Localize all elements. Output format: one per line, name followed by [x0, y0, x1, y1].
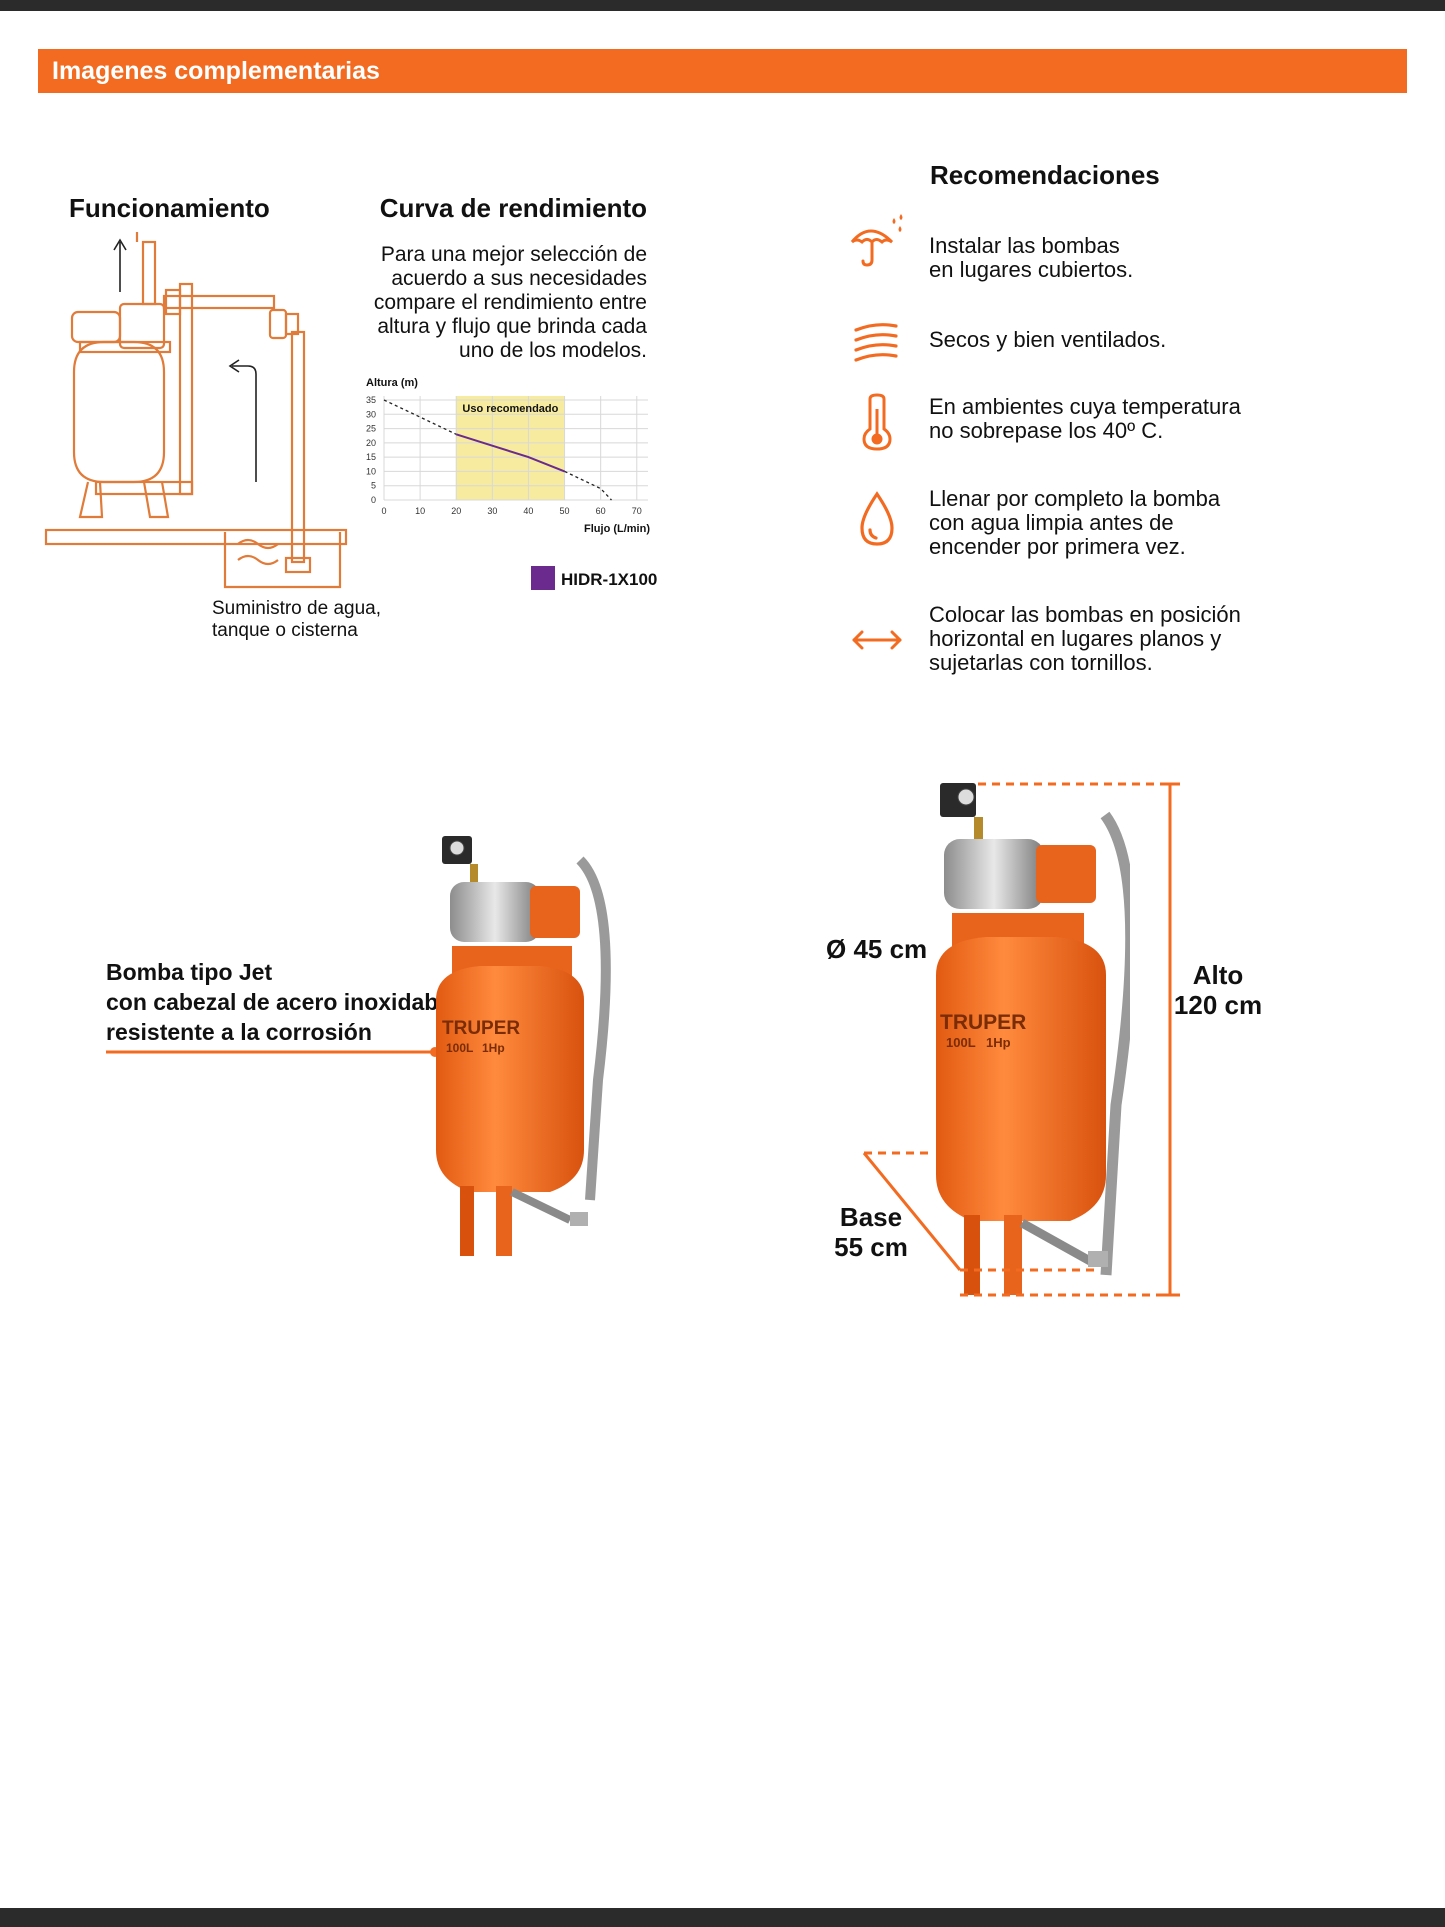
- tank2-hp-text: 1Hp: [986, 1035, 1011, 1050]
- performance-chart: 0 10 20 30 40 50 60 70 0 5 10 15 20 25 30 35 Altura (m) F…: [366, 377, 657, 590]
- y-tick-label: 5: [371, 481, 376, 491]
- y-tick-label: 15: [366, 452, 376, 462]
- x-tick-label: 10: [415, 506, 425, 516]
- pump-callout: Bomba tipo Jet con cabezal de acero inox…: [106, 959, 464, 1045]
- x-tick-label: 70: [632, 506, 642, 516]
- y-tick-label: 35: [366, 395, 376, 405]
- funcionamiento-title: Funcionamiento: [69, 193, 270, 223]
- x-tick-label: 30: [487, 506, 497, 516]
- dimension-lines: [862, 782, 1180, 1297]
- horizontal-arrows-icon: [852, 630, 902, 650]
- rec-text-4: Llenar por completo la bomba con agua li…: [929, 486, 1221, 559]
- height-label: Alto 120 cm: [1173, 960, 1263, 1020]
- tank2-brand-text: TRUPER: [940, 1011, 1026, 1034]
- curva-description: Para una mejor selección de acuerdo a su…: [373, 243, 647, 362]
- pump-product-image: TRUPER 100L 1Hp: [436, 836, 611, 1256]
- y-tick-label: 10: [366, 466, 376, 476]
- water-drop-icon: [860, 491, 894, 546]
- recomendaciones-title: Recomendaciones: [930, 160, 1160, 190]
- x-tick-label: 40: [523, 506, 533, 516]
- thermometer-icon: [862, 393, 892, 451]
- callout-leader-line: [106, 1047, 440, 1057]
- y-axis-label: Altura (m): [366, 377, 418, 389]
- diameter-label: Ø 45 cm: [826, 934, 928, 964]
- base-label: Base 55 cm: [834, 1202, 908, 1262]
- y-tick-label: 25: [366, 424, 376, 434]
- umbrella-rain-icon: [850, 214, 903, 267]
- top-bar: [0, 0, 1445, 11]
- tank-hp-text: 1Hp: [482, 1041, 505, 1055]
- tank-brand-text: TRUPER: [442, 1018, 520, 1039]
- tank-capacity-text: 100L: [446, 1041, 473, 1055]
- x-tick-label: 20: [451, 506, 461, 516]
- rec-text-5: Colocar las bombas en posición horizonta…: [929, 602, 1241, 675]
- y-tick-label: 20: [366, 438, 376, 448]
- air-flow-icon: [854, 323, 898, 362]
- bottom-bar: [0, 1908, 1445, 1927]
- rec-text-3: En ambientes cuya temperatura no sobrepa…: [929, 394, 1241, 443]
- band-label: Uso recomendado: [462, 403, 558, 415]
- y-tick-label: 0: [371, 495, 376, 505]
- recommended-band: [456, 396, 565, 500]
- pump-diagram: [44, 232, 348, 589]
- x-tick-label: 50: [560, 506, 570, 516]
- y-tick-label: 30: [366, 409, 376, 419]
- x-tick-label: 0: [381, 506, 386, 516]
- rec-text-2: Secos y bien ventilados.: [929, 327, 1167, 352]
- x-tick-label: 60: [596, 506, 606, 516]
- x-axis-label: Flujo (L/min): [584, 523, 650, 535]
- legend-label: HIDR-1X100: [561, 570, 657, 589]
- supply-caption: Suministro de agua, tanque o cisterna: [212, 598, 381, 641]
- section-title: Imagenes complementarias: [52, 57, 380, 85]
- tank2-capacity-text: 100L: [946, 1035, 976, 1050]
- legend-swatch: [531, 566, 555, 590]
- rec-text-1: Instalar las bombas en lugares cubiertos…: [929, 233, 1134, 282]
- pump-dimensions-image: TRUPER 100L 1Hp: [936, 783, 1130, 1295]
- series-line-dashed-right: [564, 470, 612, 501]
- section-header: Imagenes complementarias: [38, 49, 1407, 93]
- series-line-dashed-left: [383, 399, 457, 435]
- curva-title: Curva de rendimiento: [379, 193, 647, 223]
- series-line-recommended: [455, 433, 565, 473]
